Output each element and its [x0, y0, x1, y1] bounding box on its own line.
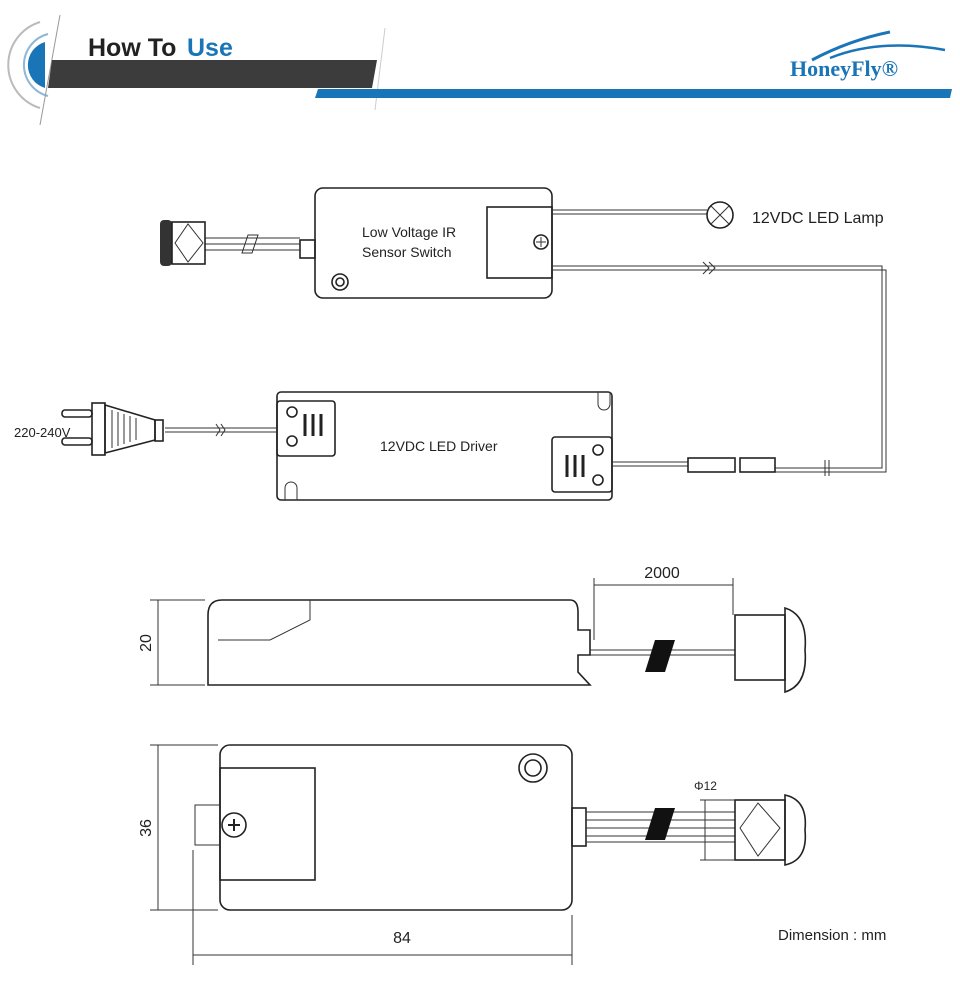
ir-sensor-switch: Low Voltage IR Sensor Switch [160, 187, 553, 299]
circle-emblem-icon [27, 42, 45, 88]
eu-plug-icon [61, 402, 164, 456]
driver-label: 12VDC LED Driver [380, 438, 498, 454]
lamp-label: 12VDC LED Lamp [752, 210, 884, 227]
title-bar [48, 60, 377, 88]
sensor-diameter-dimension: Φ12 [694, 779, 717, 793]
led-lamp: 12VDC LED Lamp [552, 201, 884, 229]
sensor-switch-label-line2: Sensor Switch [362, 244, 451, 260]
accent-line [315, 89, 952, 98]
top-view-drawing: Φ12 36 84 Dimension : mm [138, 744, 886, 965]
screw-icon [221, 812, 247, 838]
width-dimension: 36 [138, 819, 155, 837]
lamp-icon [706, 201, 734, 229]
dc-connector-female [739, 457, 776, 473]
header-title-use: Use [187, 34, 233, 62]
sensor-switch-label-line1: Low Voltage IR [362, 224, 456, 240]
side-view-drawing: 20 2000 [138, 565, 807, 694]
led-driver: 12VDC LED Driver 220-240V [14, 391, 776, 501]
dc-connector-male [687, 457, 736, 473]
header-title-how-to: How To [88, 34, 176, 62]
mains-voltage-label: 220-240V [14, 425, 71, 440]
header-banner: How To Use HoneyFly® [7, 14, 952, 126]
output-wire [552, 265, 887, 473]
screw-icon [533, 234, 549, 250]
connector [299, 239, 316, 259]
sensor-head-icon [160, 220, 206, 266]
height-dimension: 20 [138, 634, 155, 652]
cable-length-dimension: 2000 [644, 565, 680, 582]
honeyfly-logo: HoneyFly® [790, 30, 946, 81]
brand-logo-text: HoneyFly® [790, 56, 898, 81]
length-dimension: 84 [393, 930, 411, 947]
dimension-unit-note: Dimension : mm [778, 927, 886, 944]
